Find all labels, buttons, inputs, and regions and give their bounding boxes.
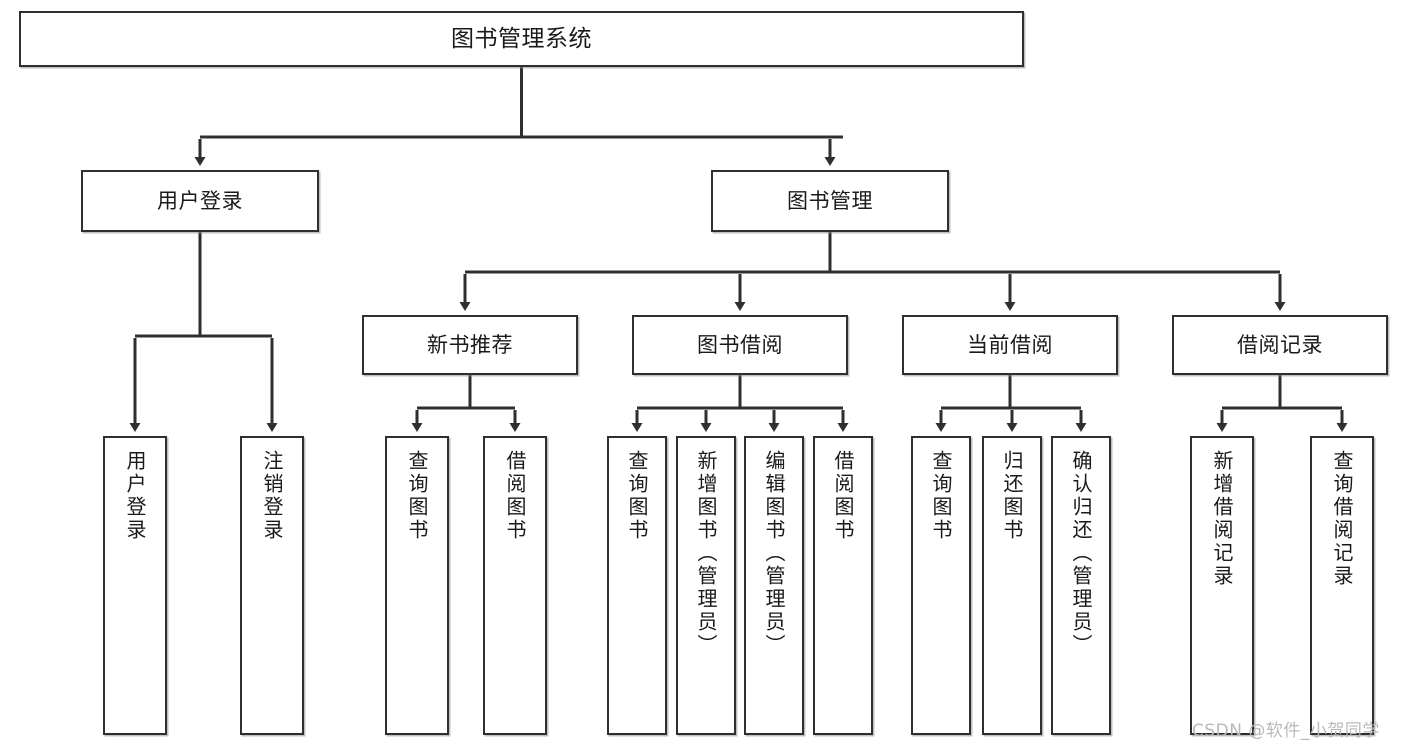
node-root[interactable]: 图书管理系统 [19,11,1024,67]
leaf-borrow-book-2[interactable]: 借阅图书 [813,436,873,735]
leaf-return-book[interactable]: 归还图书 [982,436,1042,735]
node-current-borrow-label: 当前借阅 [967,332,1053,357]
leaf-borrow-book-1[interactable]: 借阅图书 [483,436,547,735]
node-new-book-rec[interactable]: 新书推荐 [362,315,578,375]
leaf-logout-label: 注销登录 [260,450,284,542]
leaf-return-book-label: 归还图书 [1000,450,1024,542]
leaf-edit-book-label: 编辑图书（管理员） [762,450,786,657]
leaf-borrow-book-2-label: 借阅图书 [831,450,855,542]
leaf-query-record[interactable]: 查询借阅记录 [1310,436,1374,735]
node-book-manage[interactable]: 图书管理 [711,170,949,232]
leaf-add-book-label: 新增图书（管理员） [694,450,718,657]
leaf-query-book-1[interactable]: 查询图书 [385,436,449,735]
leaf-query-book-2[interactable]: 查询图书 [607,436,667,735]
node-borrow-record[interactable]: 借阅记录 [1172,315,1388,375]
node-new-book-rec-label: 新书推荐 [427,332,513,357]
leaf-query-book-3[interactable]: 查询图书 [911,436,971,735]
node-book-borrow[interactable]: 图书借阅 [632,315,848,375]
leaf-query-book-2-label: 查询图书 [625,450,649,542]
node-user-login-label: 用户登录 [157,188,243,213]
leaf-query-book-1-label: 查询图书 [405,450,429,542]
node-root-label: 图书管理系统 [451,25,592,52]
leaf-user-login[interactable]: 用户登录 [103,436,167,735]
node-borrow-record-label: 借阅记录 [1237,332,1323,357]
node-book-manage-label: 图书管理 [787,188,873,213]
leaf-user-login-label: 用户登录 [123,450,147,542]
leaf-confirm-return-label: 确认归还（管理员） [1069,450,1093,657]
node-current-borrow[interactable]: 当前借阅 [902,315,1118,375]
leaf-query-book-3-label: 查询图书 [929,450,953,542]
node-book-borrow-label: 图书借阅 [697,332,783,357]
leaf-logout[interactable]: 注销登录 [240,436,304,735]
leaf-borrow-book-1-label: 借阅图书 [503,450,527,542]
leaf-add-record[interactable]: 新增借阅记录 [1190,436,1254,735]
leaf-confirm-return[interactable]: 确认归还（管理员） [1051,436,1111,735]
leaf-query-record-label: 查询借阅记录 [1330,450,1354,588]
node-user-login[interactable]: 用户登录 [81,170,319,232]
leaf-add-book[interactable]: 新增图书（管理员） [676,436,736,735]
leaf-add-record-label: 新增借阅记录 [1210,450,1234,588]
leaf-edit-book[interactable]: 编辑图书（管理员） [744,436,804,735]
